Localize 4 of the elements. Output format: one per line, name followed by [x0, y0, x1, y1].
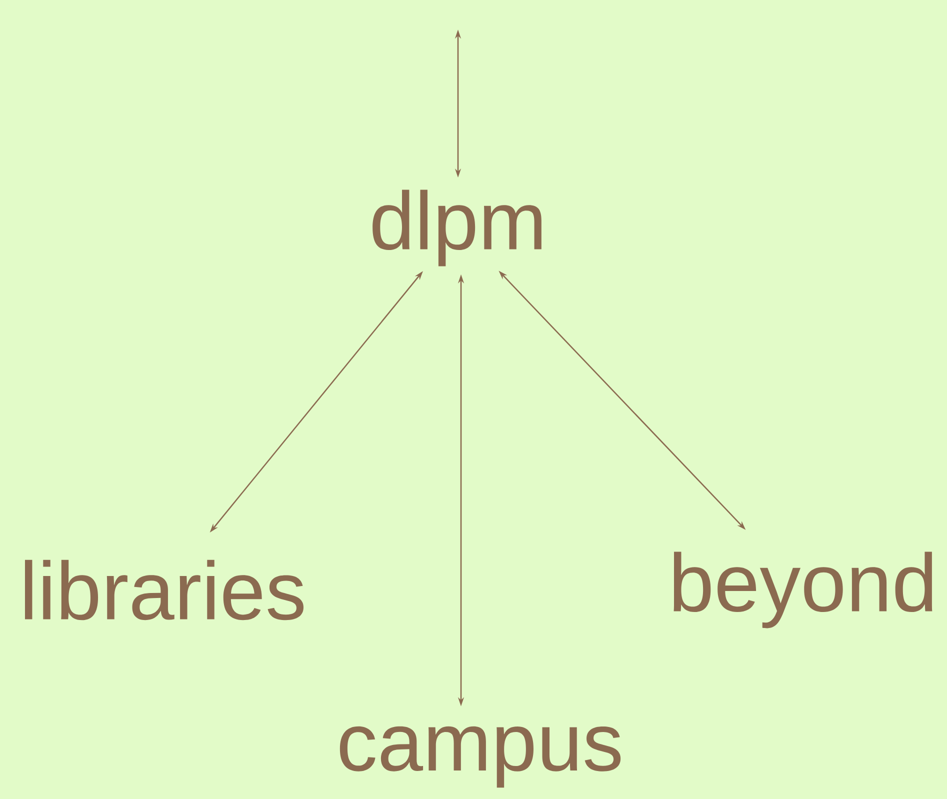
- node-label: beyond: [674, 552, 932, 628]
- node-label: campus: [340, 726, 621, 788]
- node-label: dlpm: [372, 190, 542, 266]
- node-label: libraries: [24, 560, 304, 620]
